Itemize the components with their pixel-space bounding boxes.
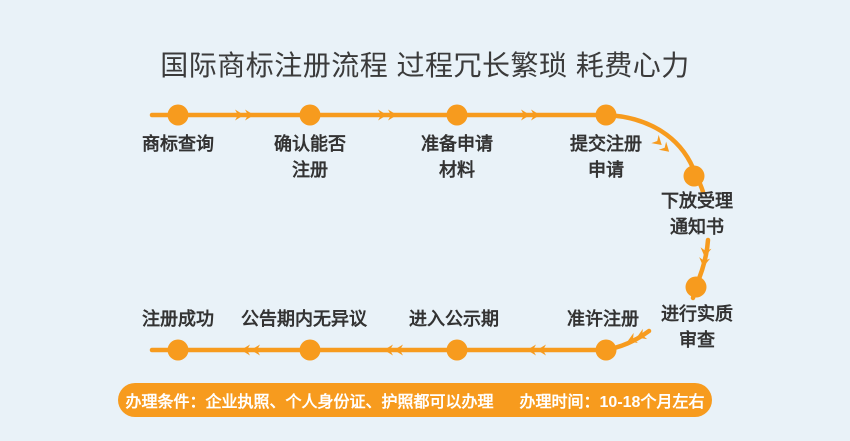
node-label-trademark-search: 商标查询 <box>142 134 214 154</box>
node-label-public-notice-period: 进入公示期 <box>409 309 499 329</box>
flow-node-dot <box>595 339 617 361</box>
banner-time: 办理时间：10-18个月左右 <box>519 394 705 411</box>
node-label-acceptance-notice: 下放受理 通知书 <box>661 191 733 237</box>
node-label-substantive-review: 进行实质 审查 <box>661 304 733 350</box>
node-label-approve-registration: 准许注册 <box>567 309 639 329</box>
node-label-submit-application: 提交注册 申请 <box>570 134 642 180</box>
info-banner: 办理条件：企业执照、个人身份证、护照都可以办理 办理时间：10-18个月左右 <box>118 383 712 417</box>
flow-node-dot <box>446 339 468 361</box>
flow-node-dot <box>299 104 321 126</box>
flow-node-dot <box>167 339 189 361</box>
flow-node-dot <box>685 276 707 298</box>
node-label-no-objection: 公告期内无异议 <box>241 309 367 329</box>
flow-node-dot <box>167 104 189 126</box>
node-label-confirm-registrable: 确认能否 注册 <box>274 134 346 180</box>
banner-conditions: 办理条件：企业执照、个人身份证、护照都可以办理 <box>125 394 494 411</box>
node-label-prepare-materials: 准备申请 材料 <box>421 134 493 180</box>
flow-node-dot <box>299 339 321 361</box>
flow-node-dot <box>446 104 468 126</box>
page-title: 国际商标注册流程 过程冗长繁琐 耗费心力 <box>160 50 690 81</box>
flow-node-dot <box>595 104 617 126</box>
flow-node-dot <box>683 165 705 187</box>
node-label-registration-success: 注册成功 <box>142 309 214 329</box>
